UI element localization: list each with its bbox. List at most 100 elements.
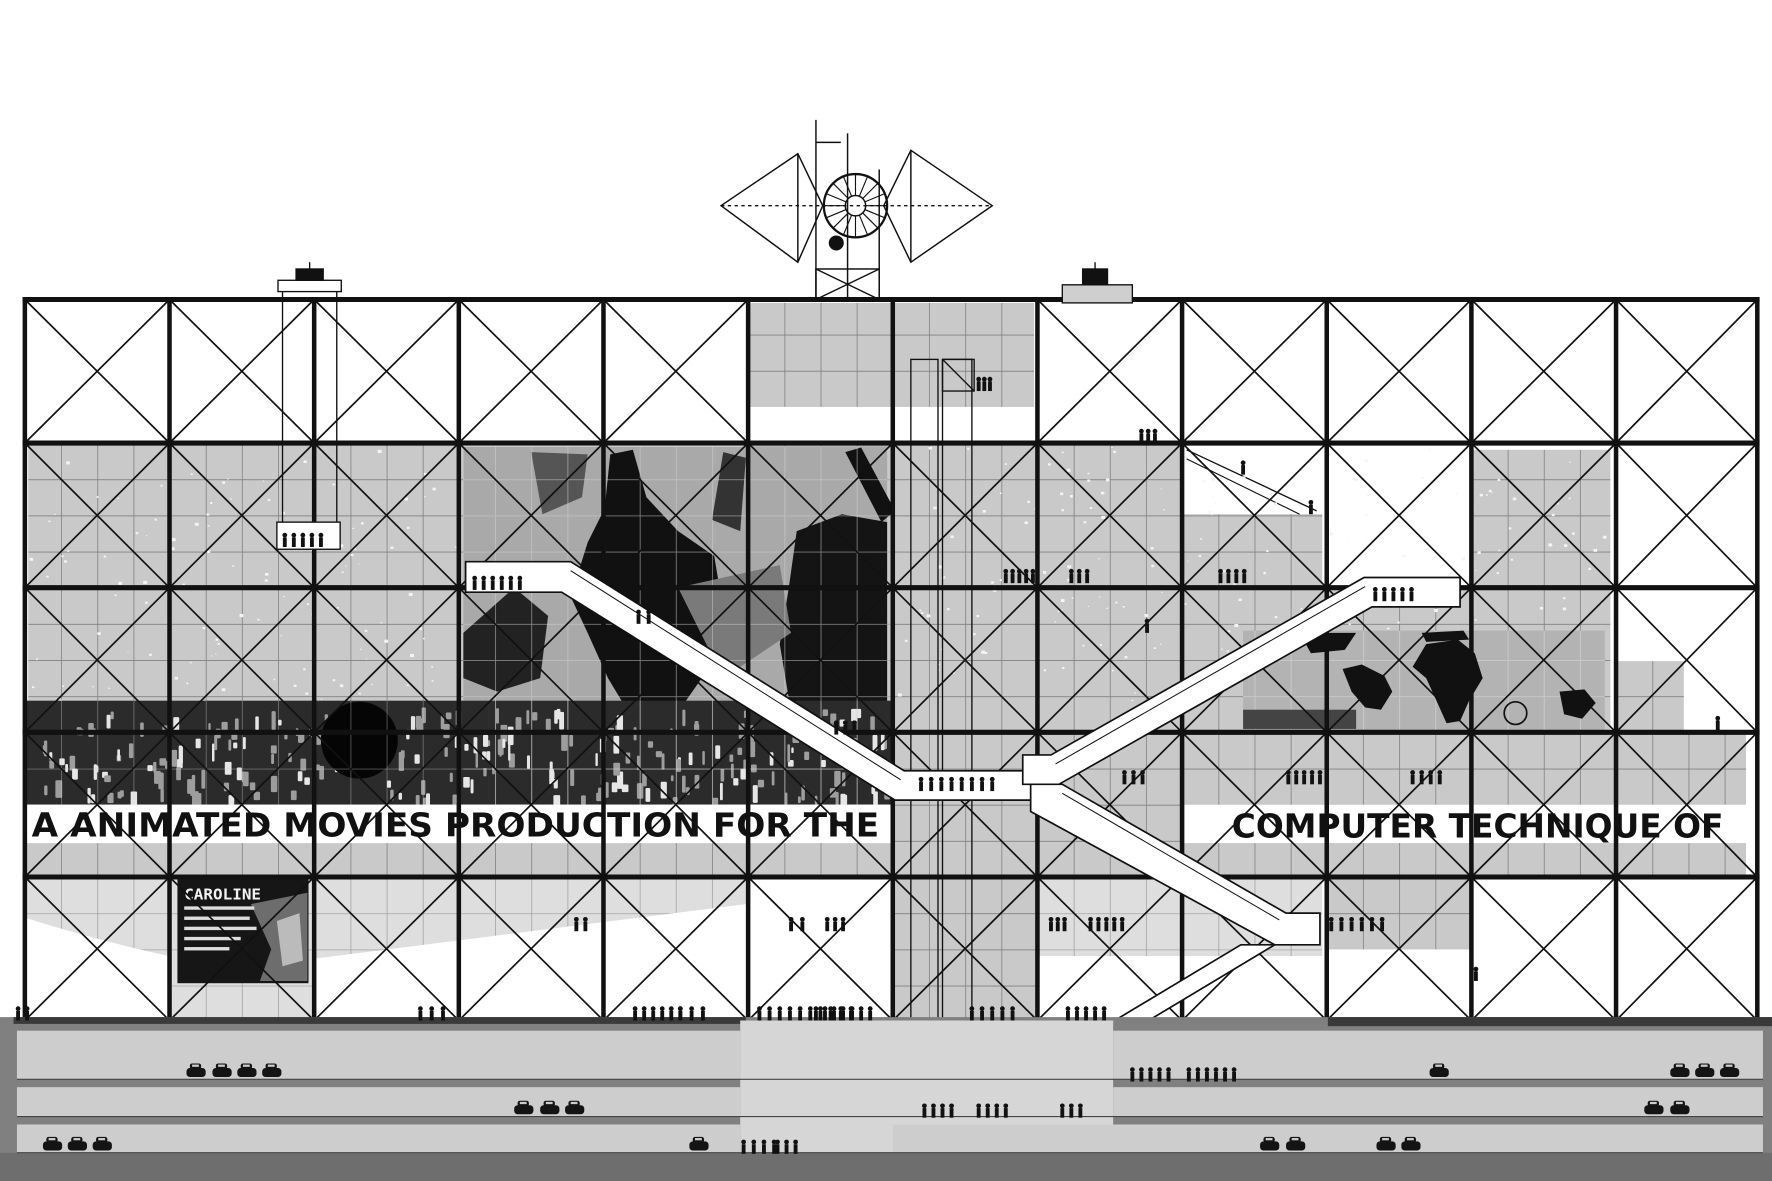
facade-speckle xyxy=(952,672,955,674)
facade-speckle xyxy=(97,632,101,635)
person-body xyxy=(1010,1010,1015,1021)
person-head xyxy=(1379,916,1385,922)
car xyxy=(262,1063,282,1078)
person-body xyxy=(1131,774,1136,785)
car xyxy=(1429,1063,1449,1078)
person xyxy=(1101,1006,1107,1021)
cross-brace xyxy=(313,298,460,444)
person-head xyxy=(1144,618,1150,624)
person xyxy=(1473,966,1479,981)
person-head xyxy=(1048,916,1054,922)
facade-speckle xyxy=(310,549,313,552)
cross-brace xyxy=(892,876,1039,1022)
facade-speckle xyxy=(1161,591,1163,593)
facade-speckle xyxy=(210,655,213,657)
person xyxy=(1129,1067,1135,1082)
facade-speckle xyxy=(1208,510,1212,514)
cross-brace xyxy=(1181,731,1328,878)
person-head xyxy=(300,532,306,538)
person xyxy=(849,1006,855,1021)
person-body xyxy=(980,1010,984,1021)
basement-level-lines xyxy=(16,1078,1763,1154)
facade-speckle xyxy=(950,535,954,539)
person-head xyxy=(1382,586,1387,592)
facade-speckle xyxy=(1034,508,1036,510)
person-body xyxy=(808,1010,813,1021)
person xyxy=(959,776,965,792)
person-body xyxy=(1218,573,1223,584)
person-body xyxy=(1214,1071,1218,1082)
radar-wheel-spoke xyxy=(842,214,853,236)
car-window xyxy=(695,1138,702,1141)
person xyxy=(429,1006,435,1021)
facade-speckle xyxy=(306,603,310,606)
person xyxy=(440,1006,446,1021)
car-window xyxy=(1291,1138,1299,1141)
car xyxy=(514,1100,534,1115)
car-window xyxy=(218,1064,225,1067)
person-head xyxy=(858,1006,864,1012)
facade-speckle xyxy=(380,622,383,624)
person-head xyxy=(1437,770,1443,775)
person-head xyxy=(1023,568,1029,574)
person-body xyxy=(1010,573,1015,584)
person-head xyxy=(867,1006,873,1012)
person xyxy=(928,776,934,792)
facade-speckle xyxy=(1109,516,1111,518)
facade-speckle xyxy=(1112,669,1114,672)
facade-speckle xyxy=(281,511,286,515)
facade-speckle xyxy=(174,676,178,680)
car-window xyxy=(1382,1138,1389,1141)
cross-brace xyxy=(313,587,460,733)
cross-brace xyxy=(1036,731,1183,878)
radar-wheel-spoke xyxy=(858,214,869,236)
person xyxy=(939,776,944,792)
car xyxy=(92,1136,112,1151)
person-body xyxy=(793,1144,798,1154)
person xyxy=(1068,568,1074,584)
cross-brace xyxy=(892,587,1039,733)
person-body xyxy=(1017,573,1022,584)
person-head xyxy=(1101,1006,1107,1012)
person xyxy=(761,1139,767,1154)
person-head xyxy=(989,776,995,782)
person-body xyxy=(1145,623,1149,633)
person-head xyxy=(1410,770,1416,775)
person-body xyxy=(1153,433,1157,444)
facade-speckle xyxy=(1291,482,1296,486)
facade-speckle xyxy=(1571,532,1575,535)
person-body xyxy=(499,580,504,590)
person-head xyxy=(1372,586,1378,592)
facade-speckle xyxy=(1539,606,1544,610)
person-head xyxy=(1293,770,1299,775)
person-body xyxy=(1234,573,1239,584)
person-head xyxy=(771,1139,777,1145)
car-body xyxy=(514,1105,534,1115)
mast-dish-small xyxy=(828,235,844,251)
facade-speckle xyxy=(377,449,382,453)
facade-speckle xyxy=(339,544,344,548)
person xyxy=(1144,618,1150,633)
person-body xyxy=(1085,573,1090,584)
person xyxy=(1103,916,1109,932)
person-head xyxy=(741,1139,746,1145)
person-head xyxy=(1122,770,1127,775)
person xyxy=(1076,568,1082,584)
floor5-ramp-infill xyxy=(316,876,746,959)
person-body xyxy=(1088,921,1093,932)
cross-brace xyxy=(1181,442,1328,589)
person-head xyxy=(918,776,924,782)
facade-speckle xyxy=(1397,621,1400,624)
person-body xyxy=(1195,1071,1200,1082)
person xyxy=(300,532,306,547)
person xyxy=(1078,1103,1083,1118)
person xyxy=(987,376,993,392)
person xyxy=(418,1006,423,1021)
floor2-stair-line-a xyxy=(1186,449,1317,512)
escalator-east-lower-handrail xyxy=(1062,792,1280,921)
cross-brace xyxy=(24,876,171,1022)
person-head xyxy=(1003,568,1009,574)
person-body xyxy=(922,1108,927,1118)
person xyxy=(318,532,324,547)
person-body xyxy=(823,1010,827,1021)
